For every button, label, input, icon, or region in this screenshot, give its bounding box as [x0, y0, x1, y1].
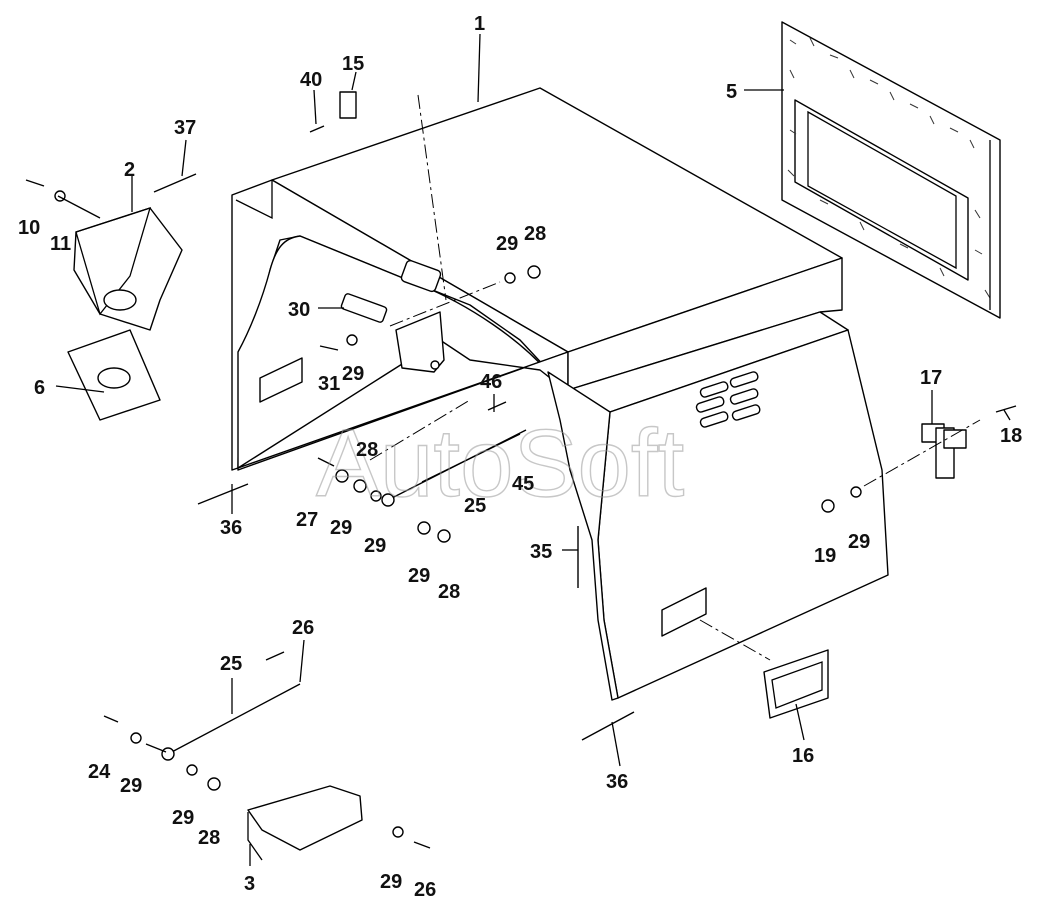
callout-28-c: 28: [438, 581, 460, 603]
grab-handle: [763, 649, 829, 719]
callout-15: 15: [342, 53, 364, 75]
hinge: [921, 423, 967, 479]
callout-26-top: 26: [292, 617, 314, 639]
gas-strut-lower: [161, 683, 301, 761]
callout-16: 16: [792, 745, 814, 767]
callout-29-i: 29: [380, 871, 402, 893]
callout-24: 24: [88, 761, 111, 783]
callout-29-c: 29: [330, 517, 352, 539]
callout-40: 40: [300, 69, 322, 91]
callout-31: 31: [318, 373, 340, 395]
callout-29-b: 29: [342, 363, 364, 385]
callout-30: 30: [288, 299, 310, 321]
callout-19: 19: [814, 545, 836, 567]
callout-26-bottom: 26: [414, 879, 436, 901]
callout-10: 10: [18, 217, 40, 239]
callout-17: 17: [920, 367, 942, 389]
watermark: AutoSoft: [316, 410, 684, 517]
callout-36-right: 36: [606, 771, 628, 793]
callout-18: 18: [1000, 425, 1022, 447]
callout-28-b: 28: [356, 439, 378, 461]
duct-bracket: [73, 207, 183, 331]
leader-lines: [55, 33, 1011, 866]
gas-strut-upper: [381, 429, 527, 507]
callout-29-h: 29: [172, 807, 194, 829]
callout-28-d: 28: [198, 827, 220, 849]
side-decal: [259, 357, 303, 403]
hood-assembly: [231, 87, 889, 701]
callout-labels: 1 2 3 5 6 10 11 15 16 17 18 19 24 25 25 …: [18, 13, 1022, 901]
callout-29-e: 29: [408, 565, 430, 587]
callout-1: 1: [474, 13, 485, 35]
insulation-panel: [781, 21, 1001, 319]
callout-46: 46: [480, 371, 502, 393]
callout-29-d: 29: [364, 535, 386, 557]
callout-25-upper: 25: [464, 495, 486, 517]
latch-slot: [400, 259, 442, 293]
callout-3: 3: [244, 873, 255, 895]
vent-slots: [695, 371, 761, 428]
callout-6: 6: [34, 377, 45, 399]
callout-29-f: 29: [848, 531, 870, 553]
callout-11: 11: [50, 233, 71, 255]
callout-45: 45: [512, 473, 534, 495]
callout-36-left: 36: [220, 517, 242, 539]
callout-35: 35: [530, 541, 552, 563]
callout-29-a: 29: [496, 233, 518, 255]
callout-2: 2: [124, 159, 135, 181]
pad: [67, 329, 161, 421]
callout-27: 27: [296, 509, 318, 531]
callout-29-g: 29: [120, 775, 142, 797]
strut-bracket: [247, 785, 363, 861]
callout-28-a: 28: [524, 223, 546, 245]
front-decal: [661, 587, 707, 637]
callout-37: 37: [174, 117, 196, 139]
callout-5: 5: [726, 81, 737, 103]
fasteners: [25, 179, 1017, 849]
callout-25-lower: 25: [220, 653, 242, 675]
